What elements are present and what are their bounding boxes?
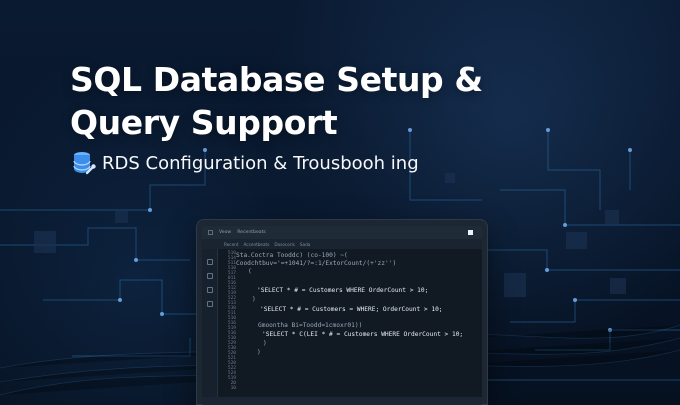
toolbar-item-dosocoris[interactable]: Dosocoris (274, 241, 295, 247)
code-editor[interactable]: 510 514 511 510 517 011 516 512 519 522 … (202, 249, 482, 405)
code-line: 'SELECT * # = Customers WHERE OrderCount… (257, 287, 429, 294)
menu-item-view[interactable]: Veow (219, 230, 232, 235)
service-subtitle: RDS Configuration & Trousbooh ing (72, 150, 419, 178)
code-line: Coodchtbuv='=+1041/?=:1/ExtorCount/(+'zz… (236, 260, 397, 267)
window-icon (468, 230, 473, 235)
explorer-icon (207, 259, 213, 265)
laptop-editor-mockup: Veow Recentbeats Recent Accentbeats Doso… (196, 219, 488, 405)
menu-icon (208, 230, 213, 235)
line-number: 10 (230, 386, 236, 391)
line-number: 520 (227, 351, 236, 356)
line-number: 520 (227, 361, 236, 366)
page-title: SQL Database Setup & Query Support (70, 60, 483, 142)
line-number: 519 (227, 376, 236, 381)
line-number: 529 (227, 341, 236, 346)
line-number: 516 (227, 331, 236, 336)
toolbar-item-sada[interactable]: Sada (299, 241, 311, 247)
line-number: 530 (227, 306, 236, 311)
line-number: 519 (227, 291, 236, 296)
database-icon (73, 152, 96, 175)
toolbar-item-recent[interactable]: Recent (224, 241, 239, 247)
line-number-gutter: 510 514 511 510 517 011 516 512 519 522 … (220, 251, 236, 397)
line-number: 511 (227, 311, 236, 316)
subtitle-text: RDS Configuration & Trousbooh ing (102, 153, 419, 174)
code-line: Sta.Coctra Tooddc) (co-100) ~( (236, 252, 348, 259)
code-line: ) (257, 349, 261, 356)
editor-status-bar (202, 397, 482, 405)
debug-icon (207, 301, 213, 307)
code-line: ) (263, 340, 267, 347)
activity-bar (202, 249, 218, 405)
menu-item-recentbeats[interactable]: Recentbeats (237, 230, 266, 235)
editor-screen: Veow Recentbeats Recent Accentbeats Doso… (202, 226, 482, 405)
line-number: 512 (227, 286, 236, 291)
line-number: 011 (227, 276, 236, 281)
source-control-icon (207, 287, 213, 293)
line-number: 513 (227, 301, 236, 306)
line-number: 516 (227, 321, 236, 326)
line-number: 511 (227, 261, 236, 266)
line-number: 521 (227, 356, 236, 361)
code-line: Gmoontha Bi=Toodd=1cmoxr01)) (258, 322, 363, 329)
code-line: 'SELECT * # = Customers = WHERE; OrderCo… (260, 306, 443, 313)
line-number: 519 (227, 326, 236, 331)
toolbar-item-accentbeats[interactable]: Accentbeats (243, 241, 270, 247)
line-number: 524 (227, 371, 236, 376)
code-line: 'SELECT * C(LEI * # = Customers WHERE Or… (262, 331, 464, 338)
line-number: 510 (227, 336, 236, 341)
code-line: ) (252, 296, 256, 303)
line-number: 514 (227, 256, 236, 261)
line-number: 522 (227, 366, 236, 371)
line-number: 510 (227, 316, 236, 321)
line-number: 516 (227, 281, 236, 286)
wrench-icon (85, 164, 96, 175)
line-number: 530 (227, 346, 236, 351)
line-number: 510 (227, 251, 236, 256)
line-number: 517 (227, 271, 236, 276)
search-icon (207, 273, 213, 279)
line-number: 20 (230, 381, 236, 386)
editor-menu-bar: Veow Recentbeats (202, 226, 482, 239)
line-number: 522 (227, 296, 236, 301)
editor-toolbar: Recent Accentbeats Dosocoris Sada (202, 239, 482, 249)
code-line: ( (248, 268, 252, 275)
line-number: 510 (227, 266, 236, 271)
